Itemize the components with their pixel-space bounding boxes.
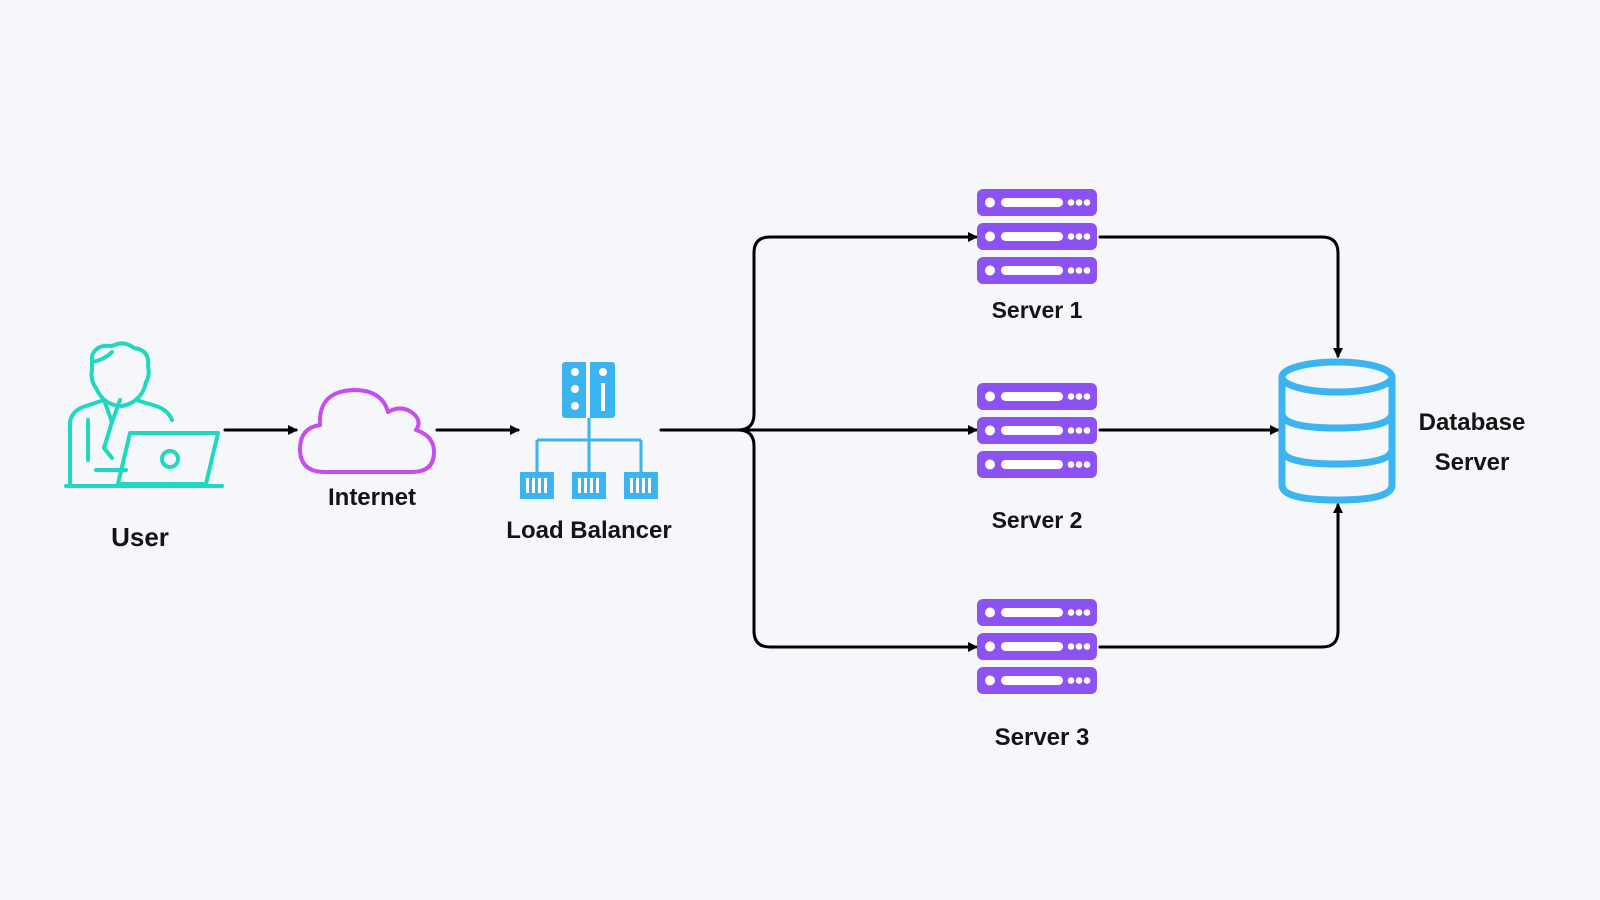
server-node-3: Server 3	[977, 599, 1097, 751]
database-icon	[1278, 358, 1396, 504]
connectors	[223, 232, 1343, 652]
load-balancer-node: Load Balancer	[506, 362, 672, 544]
load-balancer-label: Load Balancer	[506, 517, 671, 544]
server-node-1: Server 1	[977, 189, 1097, 323]
server-3-label: Server 3	[995, 724, 1090, 751]
cloud-icon	[298, 388, 436, 474]
arrow-loadbalancer-server1	[736, 232, 978, 432]
arrow-server1-database	[1098, 235, 1343, 358]
user-node: User	[64, 341, 224, 552]
arrow-loadbalancer-server3	[736, 428, 978, 652]
server-2-label: Server 2	[992, 507, 1083, 533]
server-1-label: Server 1	[992, 297, 1083, 323]
server-node-2: Server 2	[977, 383, 1097, 533]
database-label-line2: Server	[1435, 449, 1510, 476]
database-node: Database Server	[1278, 358, 1526, 504]
server-rack-icon	[977, 599, 1097, 694]
user-label: User	[111, 522, 169, 552]
arrow-server3-database	[1098, 503, 1343, 649]
database-label-line1: Database	[1419, 409, 1526, 436]
server-rack-icon	[977, 383, 1097, 478]
server-rack-icon	[977, 189, 1097, 284]
user-laptop-icon	[64, 341, 224, 488]
load-balancer-icon	[520, 362, 658, 499]
internet-label: Internet	[328, 484, 416, 511]
internet-node: Internet	[298, 388, 436, 511]
